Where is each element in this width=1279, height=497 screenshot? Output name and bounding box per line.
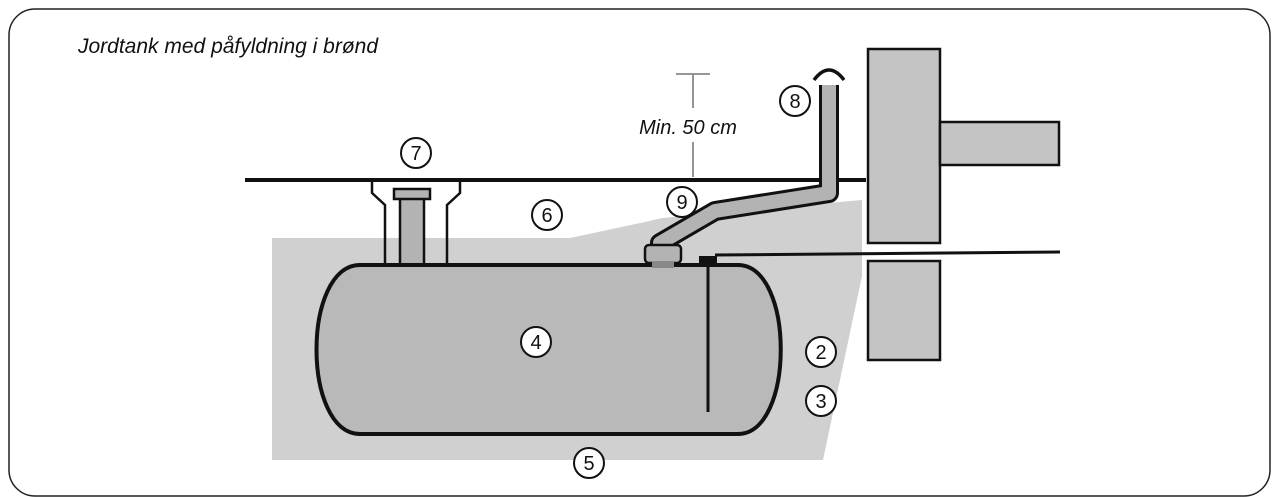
- filling-well: [370, 180, 462, 265]
- callout-9: 9: [666, 186, 698, 218]
- callout-5: 5: [573, 447, 605, 479]
- supply-line: [714, 250, 1061, 257]
- vent-base: [643, 243, 683, 265]
- svg-text:9: 9: [676, 192, 687, 214]
- svg-text:8: 8: [789, 91, 800, 113]
- svg-text:5: 5: [583, 453, 594, 475]
- vent-base-neck: [652, 262, 674, 268]
- vent-hood: [812, 68, 846, 82]
- callout-4: 4: [520, 326, 552, 358]
- callout-3: 3: [805, 385, 837, 417]
- fill-pipe: [398, 195, 426, 268]
- house-floor: [938, 120, 1061, 167]
- callout-7: 7: [400, 137, 432, 169]
- diagram-frame: [8, 8, 1271, 497]
- callout-6: 6: [531, 199, 563, 231]
- svg-text:6: 6: [541, 205, 552, 227]
- suction-fitting: [699, 256, 717, 266]
- callout-2: 2: [805, 336, 837, 368]
- diagram-title: Jordtank med påfyldning i brønd: [77, 35, 379, 58]
- svg-text:7: 7: [410, 143, 421, 165]
- fill-cap: [392, 187, 432, 201]
- house-wall-upper: [866, 47, 942, 245]
- callout-8: 8: [779, 85, 811, 117]
- svg-text:3: 3: [815, 391, 826, 413]
- distance-label: Min. 50 cm: [639, 117, 737, 139]
- svg-text:2: 2: [815, 342, 826, 364]
- house-wall-lower: [866, 259, 942, 362]
- svg-text:4: 4: [530, 332, 541, 354]
